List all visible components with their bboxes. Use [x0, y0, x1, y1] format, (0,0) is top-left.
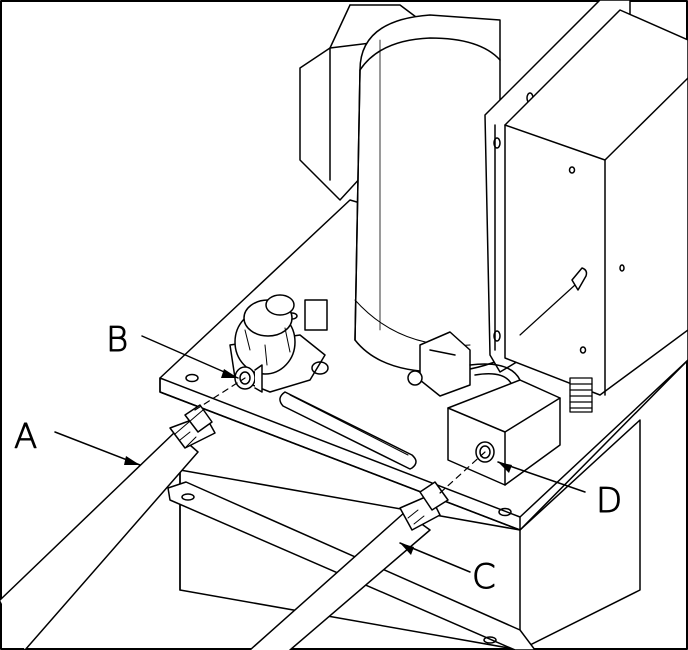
callout-c: C: [472, 557, 496, 597]
callout-b: B: [106, 320, 128, 360]
electric-motor: [354, 14, 501, 373]
pressure-regulator: [229, 294, 329, 393]
flow-paths: [194, 377, 486, 494]
leader-b: [141, 335, 239, 379]
hose-a: [0, 404, 216, 650]
callout-d: D: [596, 481, 622, 521]
flex-conduit: [569, 377, 593, 413]
callout-a: A: [14, 417, 37, 457]
leader-lines: [54, 335, 586, 573]
electrical-enclosure: [504, 9, 688, 396]
leader-d: [497, 461, 586, 493]
hose-c: [249, 481, 449, 650]
